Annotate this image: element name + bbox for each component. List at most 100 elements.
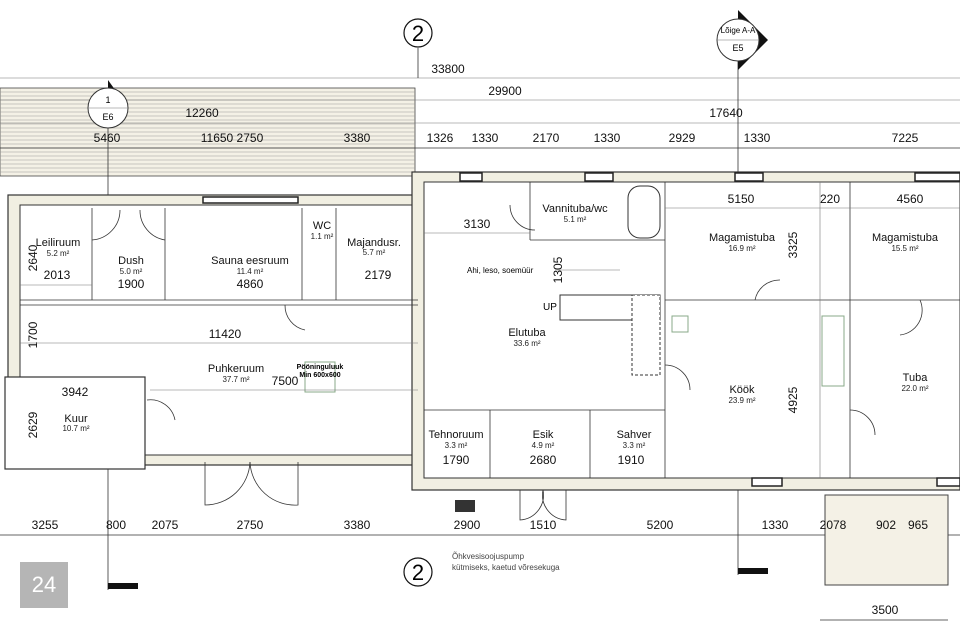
svg-text:5150: 5150 bbox=[728, 192, 755, 206]
svg-text:10.7 m²: 10.7 m² bbox=[62, 424, 89, 433]
svg-text:1900: 1900 bbox=[118, 277, 145, 291]
svg-text:kütmiseks, kaetud võresekuga: kütmiseks, kaetud võresekuga bbox=[452, 563, 560, 572]
svg-text:1510: 1510 bbox=[530, 518, 557, 532]
svg-text:37.7 m²: 37.7 m² bbox=[222, 375, 249, 384]
svg-text:5200: 5200 bbox=[647, 518, 674, 532]
svg-text:7500: 7500 bbox=[272, 374, 299, 388]
svg-text:3.3 m²: 3.3 m² bbox=[623, 441, 646, 450]
svg-text:2929: 2929 bbox=[669, 131, 696, 145]
walls bbox=[4, 171, 960, 586]
svg-text:7225: 7225 bbox=[892, 131, 919, 145]
svg-text:3325: 3325 bbox=[786, 231, 800, 258]
svg-text:Köök: Köök bbox=[729, 384, 755, 396]
svg-text:2: 2 bbox=[412, 560, 424, 585]
svg-text:1910: 1910 bbox=[618, 453, 645, 467]
svg-text:Min 600x600: Min 600x600 bbox=[299, 372, 340, 379]
svg-text:5460: 5460 bbox=[94, 131, 121, 145]
section-marker-e6: 1 E5 E6 bbox=[87, 80, 129, 129]
svg-text:11650 2750: 11650 2750 bbox=[201, 131, 264, 145]
svg-text:33.6 m²: 33.6 m² bbox=[513, 339, 540, 348]
svg-text:2900: 2900 bbox=[454, 518, 481, 532]
windows bbox=[202, 172, 960, 487]
svg-text:16.9 m²: 16.9 m² bbox=[728, 244, 755, 253]
svg-text:11420: 11420 bbox=[209, 327, 242, 341]
svg-text:15.5 m²: 15.5 m² bbox=[891, 244, 918, 253]
roof-hatch bbox=[0, 87, 416, 177]
svg-text:UP: UP bbox=[543, 302, 557, 313]
svg-text:3500: 3500 bbox=[872, 603, 899, 617]
bottom-dimensions: 3255 800 2075 2750 3380 2900 1510 5200 1… bbox=[32, 518, 929, 617]
svg-text:2640: 2640 bbox=[26, 244, 40, 271]
svg-text:Vannituba/wc: Vannituba/wc bbox=[542, 203, 608, 215]
svg-text:Lõige A-A: Lõige A-A bbox=[721, 26, 756, 35]
svg-text:1.1 m²: 1.1 m² bbox=[311, 232, 334, 241]
svg-text:902: 902 bbox=[876, 518, 896, 532]
svg-text:11.4 m²: 11.4 m² bbox=[237, 267, 264, 276]
svg-text:965: 965 bbox=[908, 518, 928, 532]
svg-text:2170: 2170 bbox=[533, 131, 560, 145]
doors bbox=[91, 204, 923, 521]
svg-text:1700: 1700 bbox=[26, 321, 40, 348]
svg-text:E6: E6 bbox=[102, 112, 113, 122]
svg-text:4925: 4925 bbox=[786, 386, 800, 413]
svg-text:Pööninguluuk: Pööninguluuk bbox=[297, 364, 344, 371]
svg-text:23.9 m²: 23.9 m² bbox=[728, 396, 755, 405]
annotations: Pööninguluuk Min 600x600 Ahi, leso, soem… bbox=[297, 266, 620, 572]
svg-text:Magamistuba: Magamistuba bbox=[872, 232, 939, 244]
svg-text:1330: 1330 bbox=[472, 131, 499, 145]
inner-dimensions: 2640 2013 1900 4860 2179 1700 11420 7500… bbox=[20, 182, 960, 478]
svg-text:2680: 2680 bbox=[530, 453, 557, 467]
svg-text:Majandusr.: Majandusr. bbox=[347, 237, 401, 249]
svg-text:1330: 1330 bbox=[594, 131, 621, 145]
svg-text:2179: 2179 bbox=[365, 268, 392, 282]
svg-text:Esik: Esik bbox=[533, 429, 554, 441]
svg-text:17640: 17640 bbox=[709, 106, 743, 120]
svg-text:1330: 1330 bbox=[762, 518, 789, 532]
svg-text:3255: 3255 bbox=[32, 518, 59, 532]
svg-text:5.7 m²: 5.7 m² bbox=[363, 248, 386, 257]
svg-text:1: 1 bbox=[105, 95, 110, 105]
svg-text:Tuba: Tuba bbox=[903, 372, 929, 384]
svg-text:Sahver: Sahver bbox=[617, 429, 652, 441]
svg-text:4560: 4560 bbox=[897, 192, 924, 206]
svg-text:Leiliruum: Leiliruum bbox=[36, 237, 81, 249]
svg-text:12260: 12260 bbox=[185, 106, 219, 120]
svg-text:800: 800 bbox=[106, 518, 126, 532]
top-dimensions: 33800 29900 12260 17640 5460 11650 2750 … bbox=[94, 62, 919, 145]
svg-text:Sauna eesruum: Sauna eesruum bbox=[211, 255, 289, 267]
svg-text:Tehnoruum: Tehnoruum bbox=[428, 429, 483, 441]
svg-text:2013: 2013 bbox=[44, 268, 71, 282]
svg-text:5.1 m²: 5.1 m² bbox=[564, 215, 587, 224]
svg-text:Puhkeruum: Puhkeruum bbox=[208, 363, 264, 375]
svg-text:E5: E5 bbox=[732, 43, 743, 53]
svg-text:220: 220 bbox=[820, 192, 840, 206]
svg-text:29900: 29900 bbox=[488, 84, 522, 98]
svg-text:4.9 m²: 4.9 m² bbox=[532, 441, 555, 450]
svg-text:Õhkvesisoojuspump: Õhkvesisoojuspump bbox=[452, 552, 525, 561]
grid-marker-top: 2 bbox=[403, 18, 433, 48]
svg-text:2075: 2075 bbox=[152, 518, 179, 532]
grid-marker-bottom: 2 bbox=[403, 557, 433, 587]
svg-text:3942: 3942 bbox=[62, 385, 89, 399]
svg-text:Kuur: Kuur bbox=[64, 413, 88, 425]
page-number-badge: 24 bbox=[20, 562, 68, 608]
svg-text:3.3 m²: 3.3 m² bbox=[445, 441, 468, 450]
section-marker-e5: Lõige A-A E5 bbox=[716, 10, 768, 70]
svg-text:2: 2 bbox=[412, 21, 424, 46]
svg-text:3380: 3380 bbox=[344, 131, 371, 145]
svg-text:5.0 m²: 5.0 m² bbox=[120, 267, 143, 276]
svg-text:3130: 3130 bbox=[464, 217, 491, 231]
svg-text:2750: 2750 bbox=[237, 518, 264, 532]
svg-text:3380: 3380 bbox=[344, 518, 371, 532]
svg-text:4860: 4860 bbox=[237, 277, 264, 291]
svg-text:WC: WC bbox=[313, 220, 331, 232]
svg-text:1326: 1326 bbox=[427, 131, 454, 145]
svg-text:Dush: Dush bbox=[118, 255, 144, 267]
svg-text:2629: 2629 bbox=[26, 411, 40, 438]
svg-text:5.2 m²: 5.2 m² bbox=[47, 249, 70, 258]
svg-text:Ahi, leso, soemüür: Ahi, leso, soemüür bbox=[467, 266, 534, 275]
svg-text:1790: 1790 bbox=[443, 453, 470, 467]
svg-text:Magamistuba: Magamistuba bbox=[709, 232, 776, 244]
